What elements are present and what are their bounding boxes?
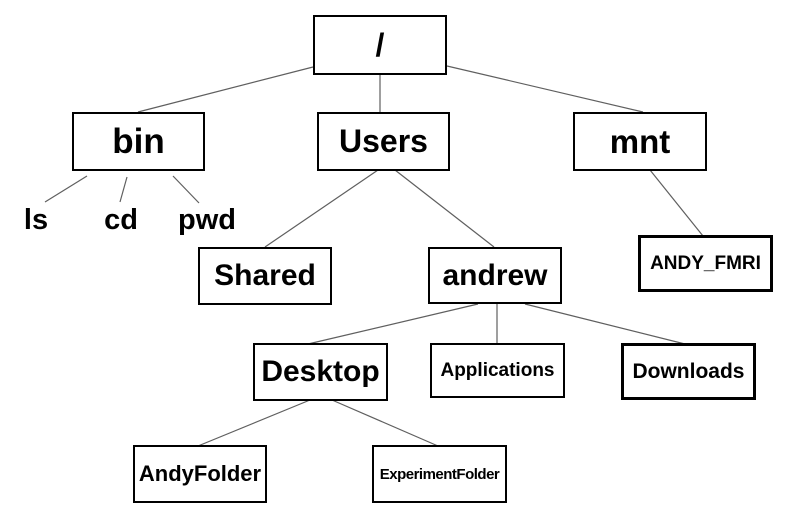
edge-users-andrew bbox=[394, 169, 495, 248]
node-downloads: Downloads bbox=[621, 343, 756, 400]
edge-bin-cd bbox=[119, 176, 128, 203]
node-pwd: pwd bbox=[178, 204, 236, 236]
edge-users-shared bbox=[264, 169, 379, 248]
edge-mnt-andyfmri bbox=[649, 169, 704, 237]
node-applications: Applications bbox=[430, 343, 565, 398]
node-andy-fmri: ANDY_FMRI bbox=[638, 235, 773, 292]
node-bin: bin bbox=[72, 112, 205, 171]
edge-root-mnt bbox=[446, 65, 644, 113]
edge-andrew-desktop bbox=[307, 303, 479, 345]
node-ls: ls bbox=[23, 204, 49, 236]
node-mnt: mnt bbox=[573, 112, 707, 171]
edge-bin-pwd bbox=[172, 175, 200, 204]
node-cd: cd bbox=[104, 204, 138, 236]
node-andyfolder: AndyFolder bbox=[133, 445, 267, 503]
node-experimentfolder: ExperimentFolder bbox=[372, 445, 507, 503]
node-root: / bbox=[313, 15, 447, 75]
node-shared: Shared bbox=[198, 247, 332, 305]
node-users: Users bbox=[317, 112, 450, 171]
node-andrew: andrew bbox=[428, 247, 562, 304]
edge-bin-ls bbox=[44, 175, 88, 203]
edge-desktop-experimentfolder bbox=[331, 399, 439, 447]
edge-root-bin bbox=[137, 66, 314, 113]
node-desktop: Desktop bbox=[253, 343, 388, 401]
edge-desktop-andyfolder bbox=[197, 399, 311, 447]
edge-andrew-downloads bbox=[524, 303, 686, 345]
